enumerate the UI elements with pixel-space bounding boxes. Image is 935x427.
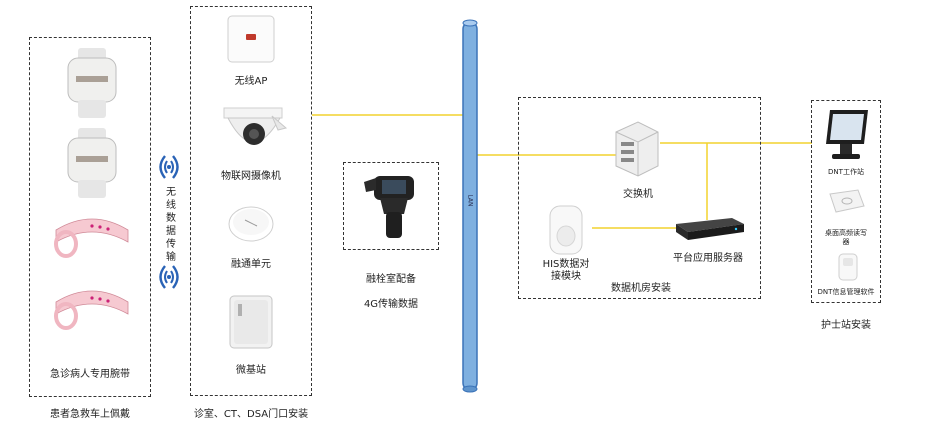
workstation-label: DNT工作站 bbox=[828, 168, 864, 176]
datacenter-group-box bbox=[518, 97, 761, 299]
datacenter-caption: 数据机房安装 bbox=[611, 283, 671, 294]
his-label-line1: HIS数据对 bbox=[542, 259, 590, 270]
wristband-group-box bbox=[29, 37, 151, 397]
micro-base-station-label: 微基站 bbox=[236, 365, 266, 376]
camera-label: 物联网摄像机 bbox=[221, 171, 281, 182]
handheld-group-box bbox=[343, 162, 439, 250]
wireless-ap-icon bbox=[226, 14, 276, 68]
lan-bus bbox=[462, 18, 478, 394]
watch-band-icon bbox=[62, 48, 122, 124]
wifi-icon bbox=[156, 152, 182, 186]
reader-label-line1: 桌面高频读写 bbox=[825, 229, 867, 237]
micro-base-station-icon bbox=[226, 294, 276, 356]
devices-caption: 诊室、CT、DSA门口安装 bbox=[193, 409, 309, 420]
fusion-unit-label: 融通单元 bbox=[231, 259, 271, 270]
reader-label-line2: 器 bbox=[842, 238, 850, 246]
wireless-transfer-label: 无线数据传输 bbox=[166, 187, 176, 263]
wristband-caption: 患者急救车上佩戴 bbox=[50, 409, 130, 420]
nurse-caption: 护士站安装 bbox=[821, 320, 871, 331]
switch-label: 交换机 bbox=[623, 189, 653, 200]
devices-group-box bbox=[190, 6, 312, 396]
watch-band-icon bbox=[62, 128, 122, 204]
server-label: 平台应用服务器 bbox=[673, 253, 743, 264]
handheld-line2: 4G传输数据 bbox=[363, 299, 419, 310]
workstation-icon bbox=[820, 108, 872, 166]
nurse-group-box bbox=[811, 100, 881, 303]
rfid-wristband-icon bbox=[52, 282, 132, 336]
wristband-inner-label: 急诊病人专用腕带 bbox=[50, 369, 130, 380]
iot-camera-icon bbox=[218, 104, 288, 162]
handheld-line1: 融栓室配备 bbox=[366, 274, 416, 285]
his-label-line2: 接模块 bbox=[551, 271, 581, 282]
software-label: DNT信息管理软件 bbox=[817, 288, 875, 296]
app-server-icon bbox=[672, 216, 748, 246]
software-box-icon bbox=[836, 252, 860, 286]
rfid-wristband-icon bbox=[52, 210, 132, 264]
ap-label: 无线AP bbox=[234, 76, 268, 87]
his-module-icon bbox=[546, 204, 586, 260]
fusion-unit-icon bbox=[226, 204, 276, 248]
lan-label: LAN bbox=[466, 194, 474, 207]
desktop-reader-icon bbox=[826, 186, 866, 220]
switch-icon bbox=[612, 118, 662, 182]
handheld-terminal-icon bbox=[360, 172, 424, 246]
wifi-icon bbox=[156, 262, 182, 296]
